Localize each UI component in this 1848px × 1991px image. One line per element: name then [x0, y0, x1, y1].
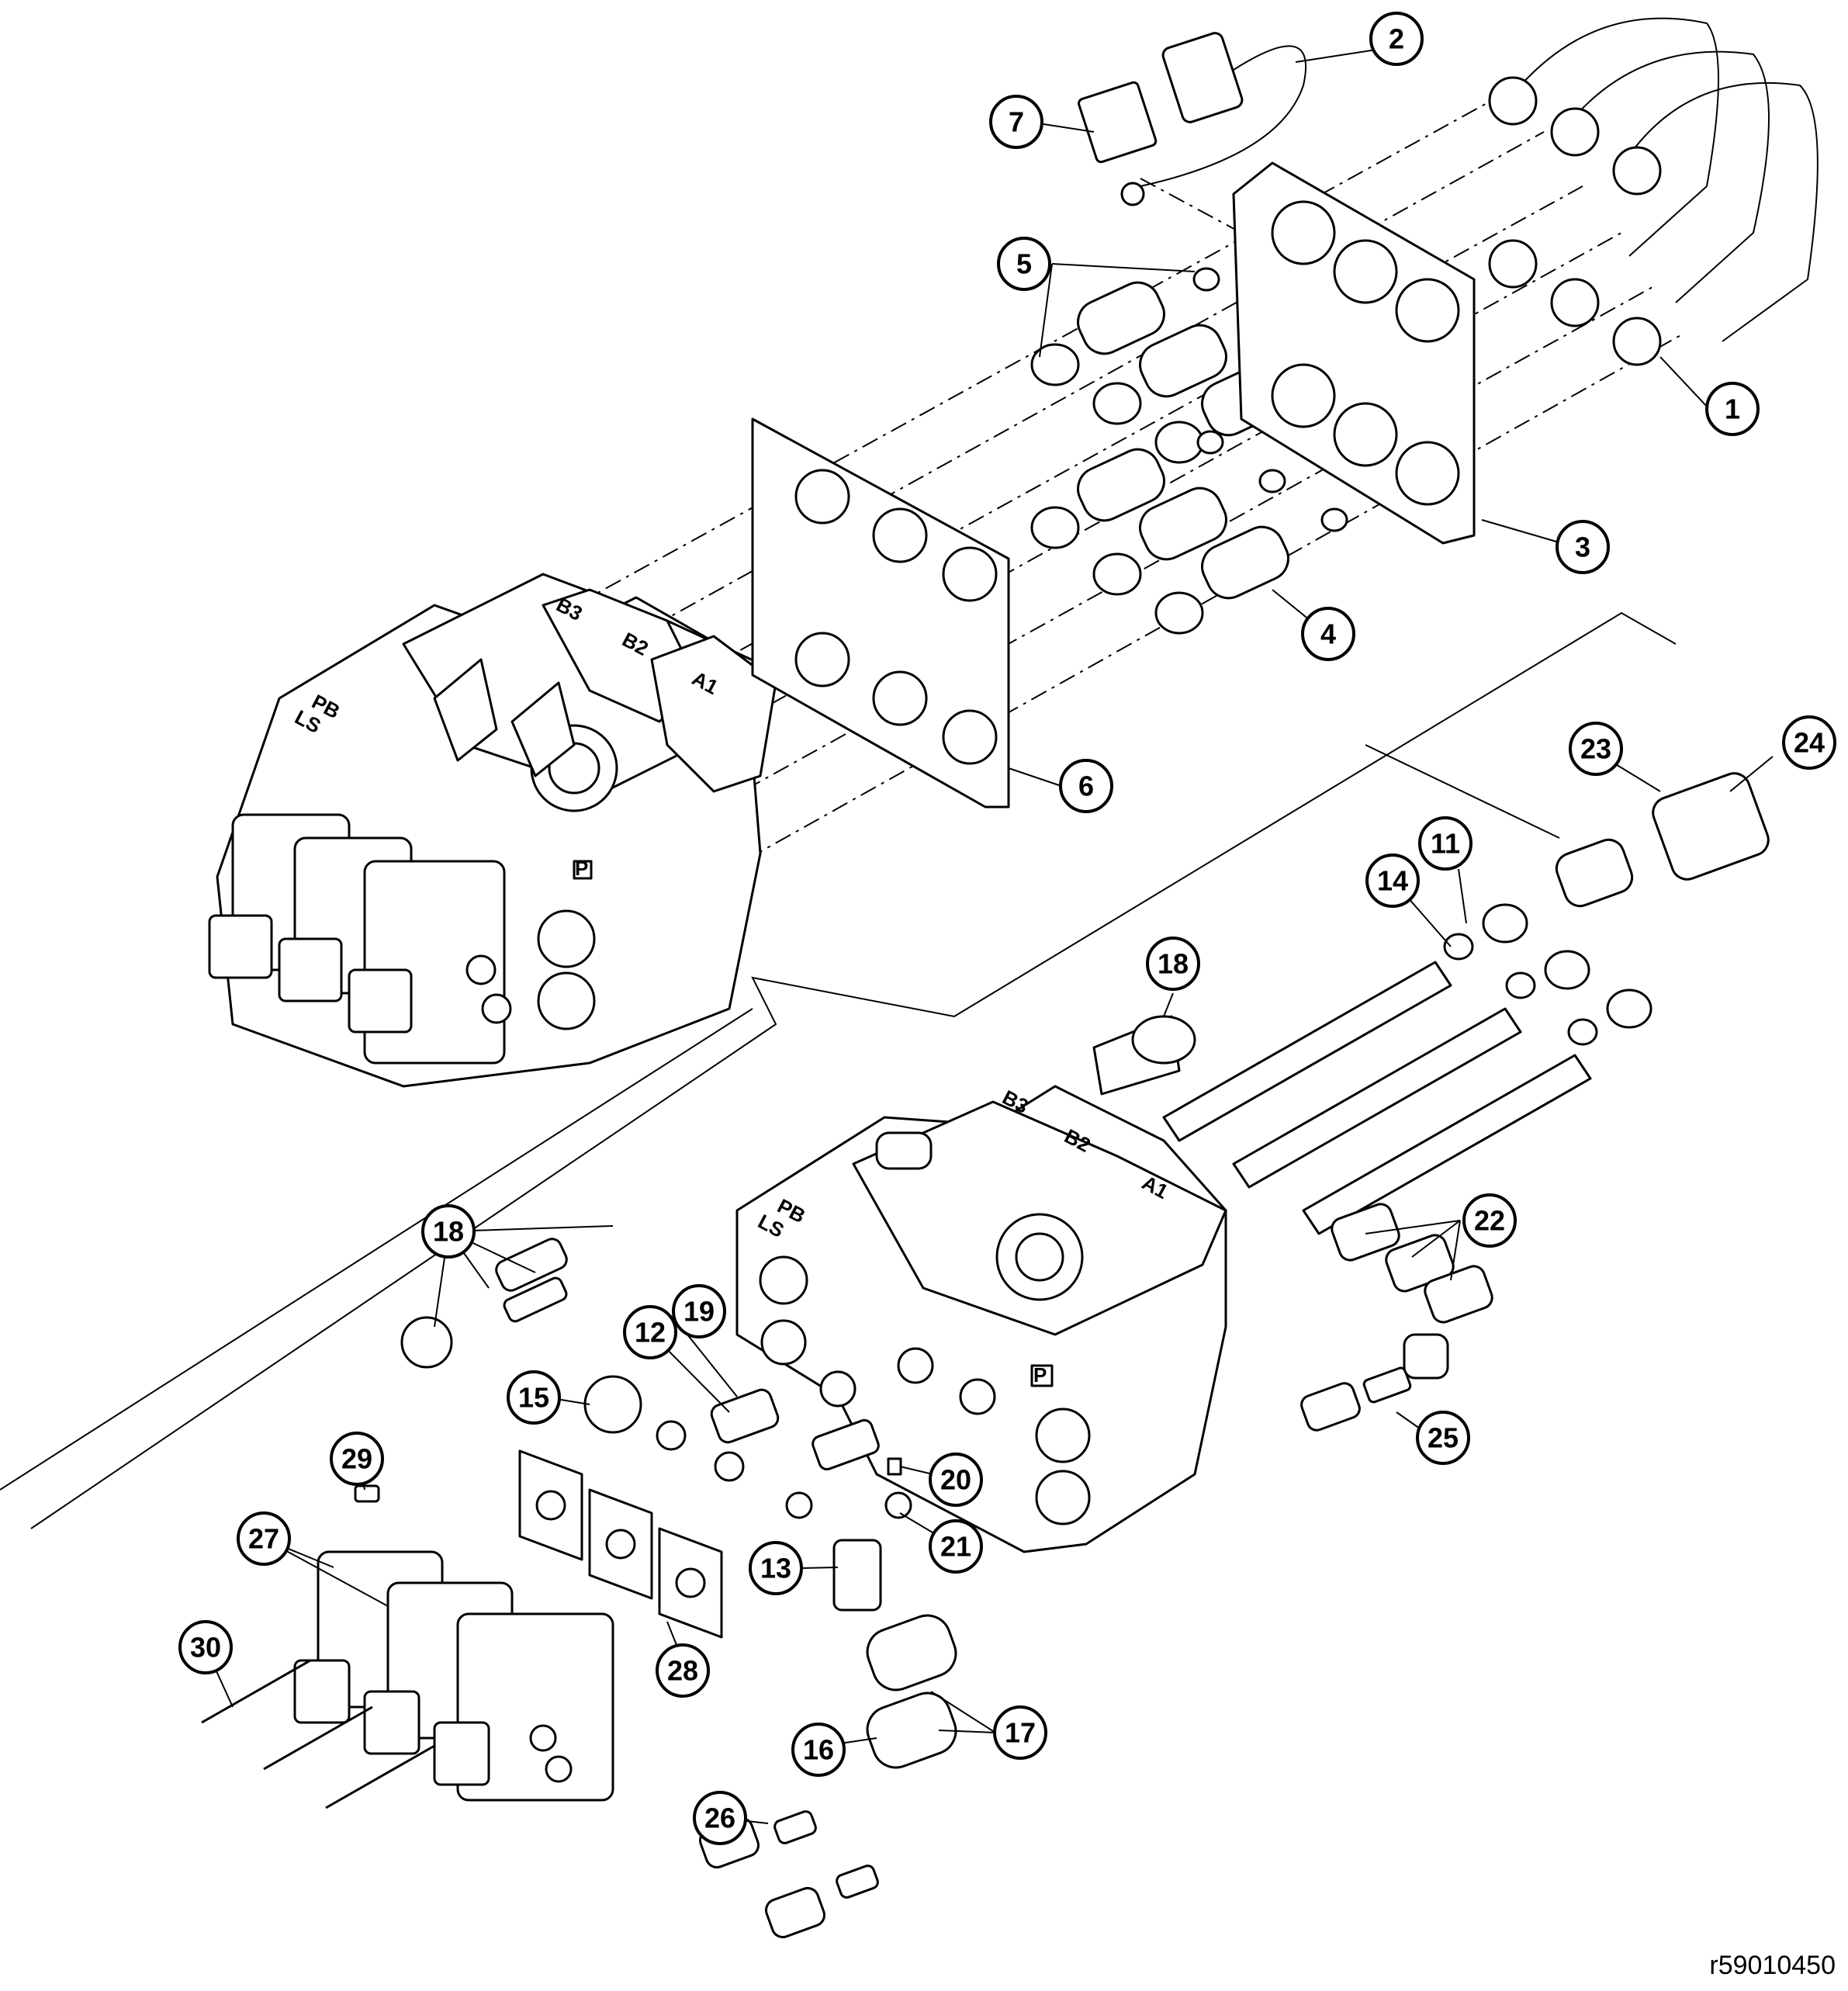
callout-2: 2: [1369, 12, 1424, 66]
callout-7: 7: [989, 95, 1043, 149]
svg-text:28: 28: [667, 1655, 698, 1687]
callout-30: 30: [178, 1620, 233, 1674]
gasket-plate: [751, 417, 1010, 809]
svg-text:29: 29: [341, 1443, 372, 1475]
svg-text:14: 14: [1377, 865, 1408, 897]
port-fittings: [866, 1614, 957, 1769]
valve-spools: [1092, 772, 1770, 1235]
svg-text:1: 1: [1725, 393, 1740, 425]
upper-valve-assembly: B3 B2 A1 PB LS P: [208, 573, 777, 1088]
svg-text:13: 13: [760, 1553, 791, 1584]
callout-23: 23: [1569, 722, 1623, 776]
callout-20: 20: [929, 1453, 983, 1507]
callout-4: 4: [1301, 607, 1355, 661]
small-fittings: [400, 1238, 912, 1612]
callout-29: 29: [330, 1432, 384, 1486]
relief-cartridges: [1300, 1203, 1493, 1432]
marking-p-lower: P: [1033, 1363, 1047, 1387]
svg-text:11: 11: [1431, 828, 1460, 860]
section-break-lines: [0, 611, 1677, 1529]
svg-text:12: 12: [635, 1317, 666, 1349]
svg-text:20: 20: [940, 1464, 971, 1496]
svg-text:27: 27: [248, 1523, 279, 1555]
mounting-plate: [1232, 161, 1476, 545]
svg-text:22: 22: [1474, 1205, 1505, 1237]
svg-text:17: 17: [1005, 1717, 1036, 1749]
callout-26: 26: [693, 1791, 747, 1845]
callout-17: 17: [993, 1705, 1047, 1760]
callout-5: 5: [997, 237, 1051, 291]
callout-14: 14: [1365, 854, 1420, 908]
svg-text:3: 3: [1575, 532, 1590, 563]
callout-18-upper: 18: [1146, 937, 1200, 991]
svg-text:25: 25: [1428, 1422, 1459, 1454]
svg-text:21: 21: [940, 1531, 971, 1563]
svg-text:5: 5: [1016, 248, 1032, 280]
svg-text:7: 7: [1009, 106, 1024, 138]
svg-text:24: 24: [1794, 727, 1825, 759]
svg-text:26: 26: [704, 1802, 735, 1834]
svg-text:18: 18: [1158, 948, 1189, 980]
callout-24: 24: [1782, 715, 1836, 770]
small-gaskets: [518, 1449, 723, 1639]
svg-text:23: 23: [1580, 733, 1611, 765]
callout-3: 3: [1556, 520, 1610, 574]
svg-text:16: 16: [803, 1734, 834, 1766]
svg-text:6: 6: [1078, 770, 1094, 802]
svg-text:2: 2: [1389, 23, 1404, 55]
callout-21: 21: [929, 1519, 983, 1574]
svg-text:19: 19: [683, 1296, 715, 1328]
solenoid-modules: [201, 1484, 614, 1809]
callout-27: 27: [237, 1511, 291, 1566]
callout-18-lower: 18: [421, 1204, 476, 1259]
callout-6: 6: [1059, 759, 1113, 813]
figure-reference-id: r59010450: [1709, 1951, 1836, 1980]
caps-with-straps: [1488, 17, 1819, 366]
callout-1: 1: [1705, 382, 1760, 436]
electronic-connector: [1078, 32, 1307, 206]
callout-16: 16: [791, 1723, 846, 1777]
callout-19: 19: [672, 1284, 726, 1338]
callout-13: 13: [749, 1541, 803, 1595]
callout-12: 12: [623, 1305, 677, 1359]
callout-22: 22: [1462, 1193, 1517, 1248]
callout-25: 25: [1416, 1411, 1470, 1465]
callout-15: 15: [507, 1370, 561, 1425]
svg-text:4: 4: [1320, 618, 1336, 650]
callout-28: 28: [656, 1643, 710, 1698]
svg-text:18: 18: [433, 1216, 464, 1248]
callout-11: 11: [1418, 816, 1473, 871]
svg-text:30: 30: [190, 1632, 221, 1664]
svg-text:15: 15: [518, 1382, 549, 1414]
marking-p-upper: P: [575, 857, 588, 880]
